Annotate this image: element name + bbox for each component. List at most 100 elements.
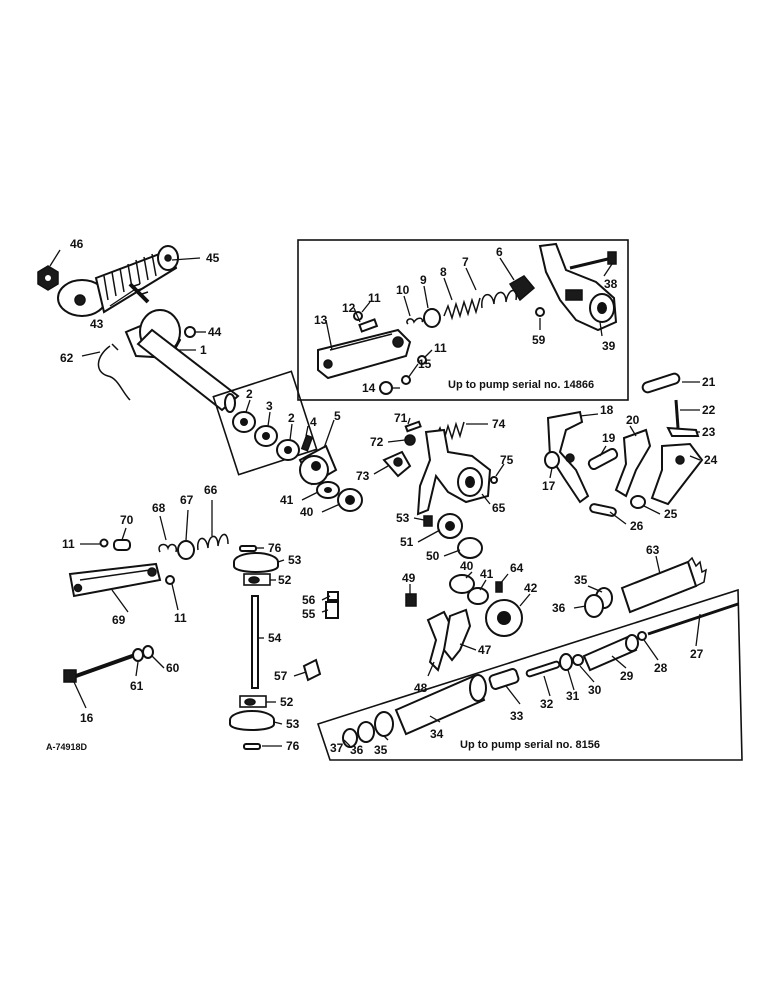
callout-14: 14 [362,381,376,395]
part-53-screw-center [423,515,433,527]
part-46-nut [37,265,59,291]
part-65-fork-housing [416,428,492,516]
part-28-ring [637,631,647,641]
callout-44: 44 [208,325,222,339]
part-66-spring [197,533,229,551]
callout-35-upper: 35 [574,573,588,587]
callout-2b: 2 [288,411,295,425]
part-60-washer [142,645,154,659]
part-76-rivet-top [239,545,257,552]
callout-61: 61 [130,679,144,693]
callout-labels: 46 45 43 44 1 62 2 3 2 4 5 41 40 13 12 1… [46,237,718,757]
callout-11-left-b: 11 [174,611,187,625]
callout-46: 46 [70,237,84,251]
callout-53-center: 53 [396,511,410,525]
callout-53-top: 53 [288,553,302,567]
part-16-bolt [63,652,139,683]
part-20-bracket [614,428,652,498]
part-41-washer-upper [316,481,340,499]
callout-38: 38 [604,277,618,291]
part-49-screw [405,593,417,607]
callout-10: 10 [396,283,410,297]
callout-35-lower: 35 [374,743,388,757]
part-69-yoke [68,562,162,598]
callout-56: 56 [302,593,316,607]
part-13-lever [317,328,412,380]
callout-40-upper: 40 [300,505,314,519]
part-11-washer-left-a [99,538,109,548]
callout-29: 29 [620,669,634,683]
callout-50: 50 [426,549,440,563]
callout-33: 33 [510,709,524,723]
callout-41-lower: 41 [480,567,494,581]
callout-12: 12 [342,301,356,315]
callout-54: 54 [268,631,282,645]
part-76-rivet-bottom [243,743,261,750]
callout-4: 4 [310,415,317,429]
part-44-washer [184,326,196,338]
part-23-clip [666,426,700,437]
part-47-lever [442,608,472,662]
callout-7: 7 [462,255,469,269]
part-40-bushing-lower [449,574,475,594]
part-72-nut [404,434,416,446]
callout-55: 55 [302,607,316,621]
part-45-spring-assembly [57,245,179,317]
callout-65: 65 [492,501,506,515]
part-32-pin [525,660,561,678]
callout-43: 43 [90,317,104,331]
callout-47: 47 [478,643,492,657]
callout-67: 67 [180,493,194,507]
callout-52-top: 52 [278,573,292,587]
part-39-fork [538,242,618,332]
callout-39: 39 [602,339,616,353]
part-64-screw [495,581,503,593]
part-71-pin [404,420,422,433]
callout-21: 21 [702,375,716,389]
callout-75: 75 [500,453,514,467]
leader-lines [49,249,701,747]
callout-37: 37 [330,741,344,755]
part-34-housing [394,674,487,736]
upper-inset-box [297,239,629,401]
part-8-spring [443,297,481,321]
callout-72: 72 [370,435,384,449]
callout-69: 69 [112,613,126,627]
part-36-ring-lower [357,721,375,743]
callout-11-left-a: 11 [62,537,75,551]
part-67-bushing [177,540,195,560]
part-11-washer-left-b [165,575,175,585]
part-48-lever [426,610,454,672]
lower-inset-box [316,588,743,761]
part-51-bearing [437,513,463,539]
part-24-lever [650,442,704,506]
callout-71: 71 [394,411,408,425]
part-38-bolt [569,251,617,270]
part-1-shaft-assembly [124,309,240,413]
part-35-ring-lower [374,711,394,737]
callout-36-lower: 36 [350,743,364,757]
callout-66: 66 [204,483,218,497]
callout-27: 27 [690,647,704,661]
callout-48: 48 [414,681,428,695]
part-75-pin [490,476,498,484]
callout-45: 45 [206,251,220,265]
part-36-ring-upper [584,594,604,618]
callout-68: 68 [152,501,166,515]
part-14-ring [379,381,393,395]
part-62-wire-clip [97,343,131,401]
callout-70: 70 [120,513,134,527]
part-53-cup-bottom [229,710,275,731]
part-29-sleeve [582,634,639,672]
callout-76-top: 76 [268,541,282,555]
part-41-washer-lower [467,587,489,605]
callout-57: 57 [274,669,288,683]
callout-20: 20 [626,413,640,427]
part-57-elbow [302,658,322,682]
part-30-washer [572,654,584,666]
drawing-reference: A-74918D [46,742,88,752]
callout-26: 26 [630,519,644,533]
callout-8: 8 [440,265,447,279]
parts-2-3-washer-set [212,370,318,476]
